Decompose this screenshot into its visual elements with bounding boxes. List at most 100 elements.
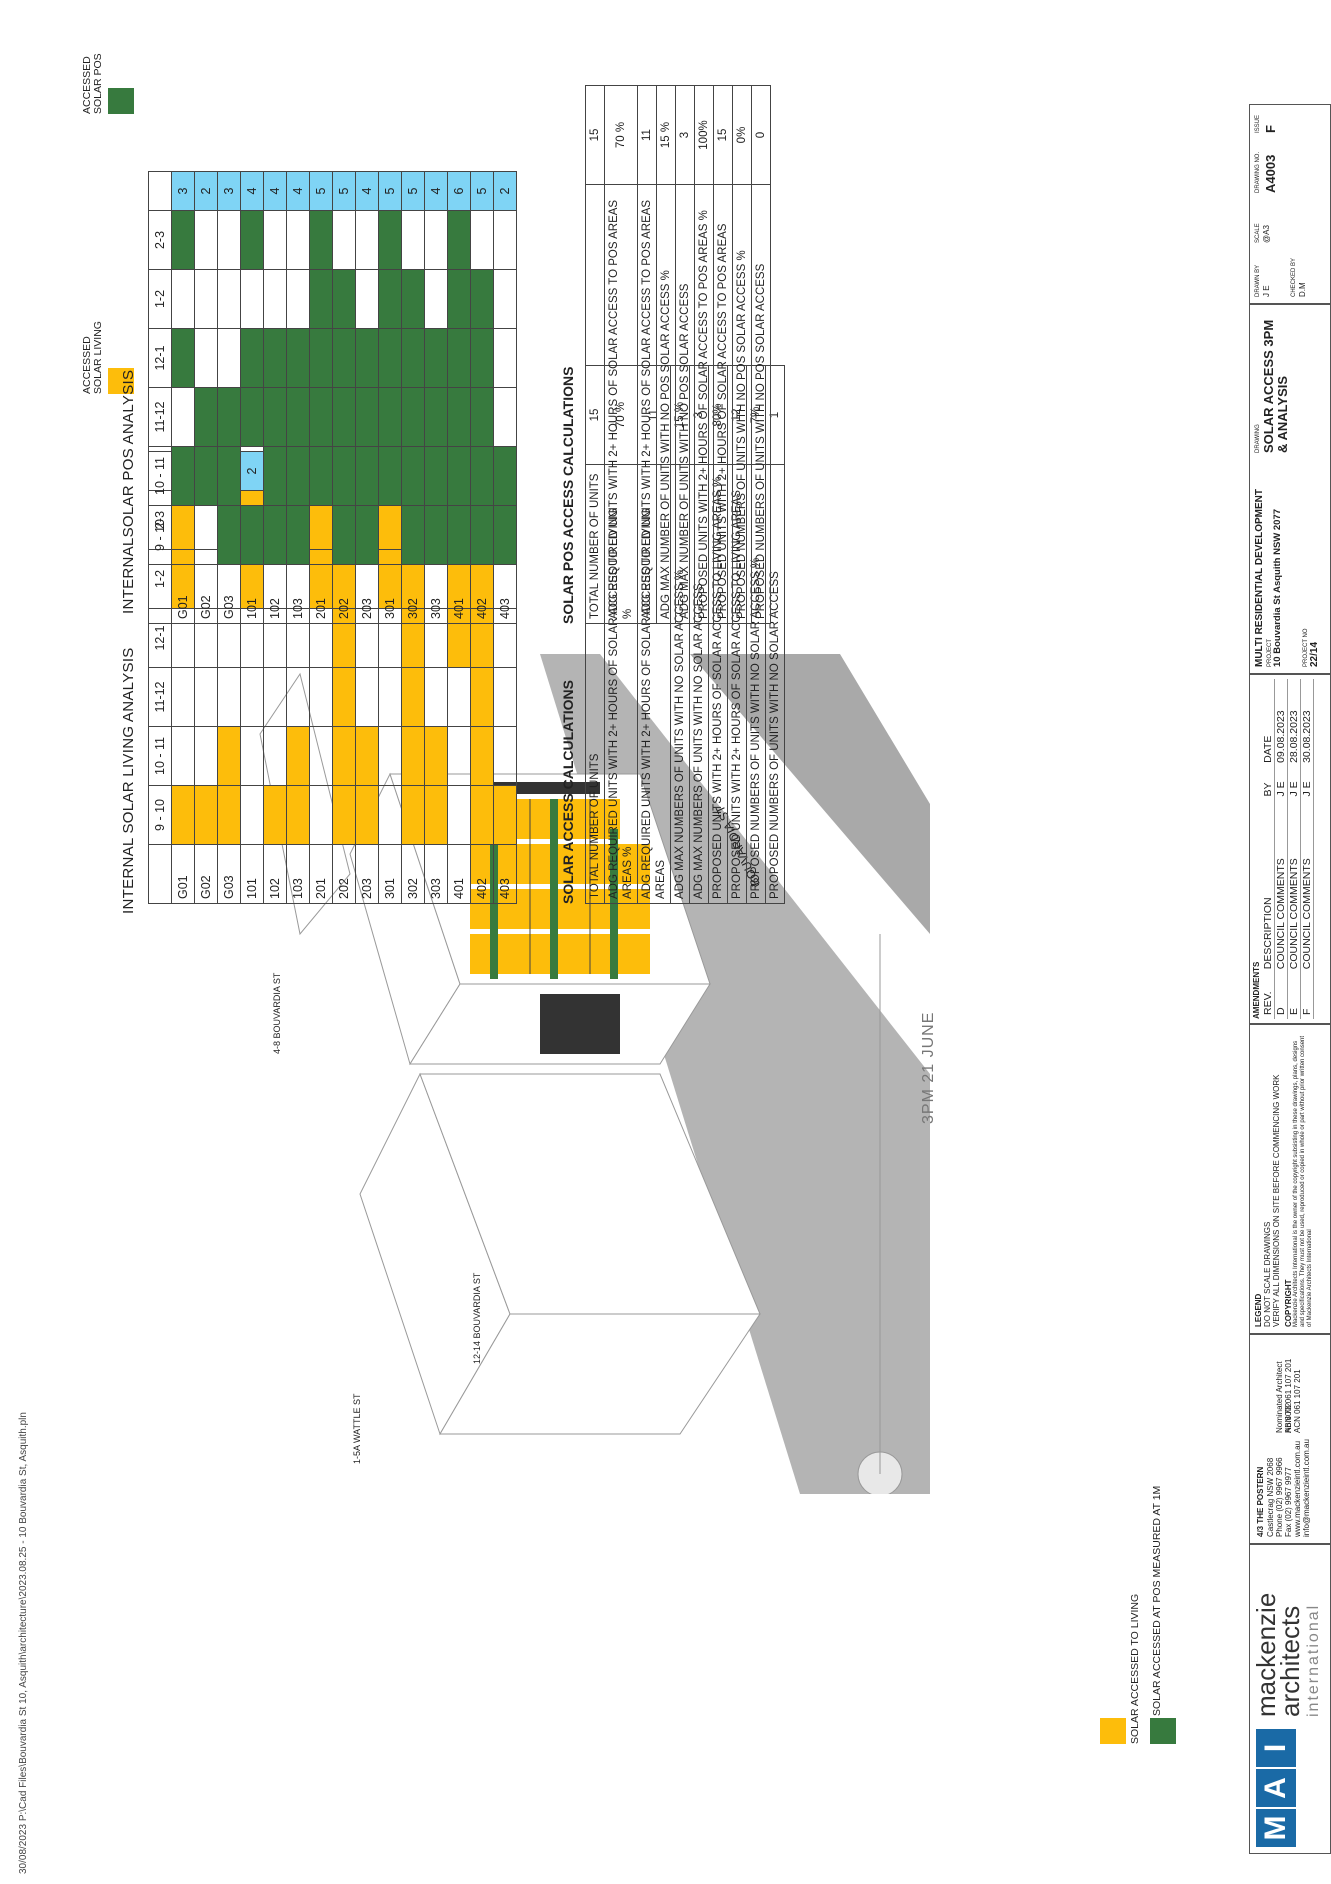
sun-cell	[401, 328, 425, 388]
calc-value: 11	[637, 85, 657, 185]
drawing-title: SOLAR ACCESS 3PM & ANALYSIS	[1261, 319, 1290, 453]
sun-cell	[194, 446, 218, 506]
pos-calc-title: SOLAR POS ACCESS CALCULATIONS	[560, 366, 576, 624]
shade-cell	[194, 210, 218, 270]
amend-date: 30.08.2023	[1300, 679, 1314, 767]
sun-cell	[355, 505, 379, 565]
shade-cell	[309, 667, 333, 727]
amend-rev: D	[1274, 973, 1288, 1019]
shade-cell	[286, 210, 310, 270]
sun-cell	[424, 726, 448, 786]
time-slot-header: 1-2	[148, 269, 172, 329]
shade-cell	[171, 387, 195, 447]
calc-row: ADG REQUIRED UNITS WITH 2+ HOURS OF SOLA…	[637, 85, 657, 624]
shade-cell	[493, 726, 517, 786]
amend-rev: E	[1287, 973, 1301, 1019]
sun-cell	[332, 446, 356, 506]
unit-label: 103	[286, 564, 310, 624]
wattle-st-label: 1-5A WATTLE ST	[352, 1393, 362, 1464]
sun-cell	[378, 328, 402, 388]
legend-living-swatch	[1100, 1718, 1126, 1744]
amend-by: J E	[1274, 766, 1288, 801]
shade-cell	[355, 269, 379, 329]
sun-cell	[470, 328, 494, 388]
calc-value: 15	[585, 85, 605, 185]
shade-cell	[401, 210, 425, 270]
shade-cell	[171, 726, 195, 786]
shade-cell	[171, 269, 195, 329]
title-block: M A I mackenzie architects international…	[1249, 0, 1331, 1884]
sun-cell	[286, 387, 310, 447]
amend-date: 09.08.2023	[1274, 679, 1288, 767]
sun-cell	[424, 505, 448, 565]
shade-cell	[240, 446, 264, 506]
copyright-title: COPYRIGHT	[1284, 1279, 1293, 1327]
sun-cell	[355, 446, 379, 506]
sun-cell	[240, 387, 264, 447]
sun-cell	[171, 785, 195, 845]
sun-cell	[424, 785, 448, 845]
sun-cell	[355, 785, 379, 845]
calc-value: 100%	[694, 85, 714, 185]
living-analysis-title: INTERNAL SOLAR LIVING ANALYSIS	[120, 647, 137, 914]
legend-copyright-box: LEGEND DO NOT SCALE DRAWINGS VERIFY ALL …	[1249, 1024, 1331, 1334]
accessed-hours: 3	[217, 171, 241, 211]
sun-cell	[263, 387, 287, 447]
shade-cell	[332, 210, 356, 270]
sun-cell	[424, 387, 448, 447]
firm-name-3: international	[1305, 1603, 1322, 1717]
project-heading: MULTI RESIDENTIAL DEVELOPMENT	[1254, 489, 1265, 667]
sun-cell	[470, 667, 494, 727]
shade-cell	[286, 269, 310, 329]
sun-cell	[286, 726, 310, 786]
shade-cell	[424, 667, 448, 727]
sun-cell	[447, 387, 471, 447]
sun-cell	[332, 785, 356, 845]
sun-cell	[309, 328, 333, 388]
sun-cell	[378, 210, 402, 270]
accessed-hours: 5	[332, 171, 356, 211]
address-title: 4/3 THE POSTERN	[1256, 1466, 1265, 1537]
shade-cell	[217, 269, 241, 329]
shade-cell	[194, 667, 218, 727]
accessed-hours: 5	[309, 171, 333, 211]
sun-cell	[401, 446, 425, 506]
sun-cell	[401, 269, 425, 329]
sun-cell	[194, 387, 218, 447]
accessed-hours: 6	[447, 171, 471, 211]
legend-pos-label: SOLAR ACCESSED AT POS MEASURED AT 1M	[1151, 1485, 1163, 1716]
unit-label: G01	[171, 564, 195, 624]
shade-cell	[424, 269, 448, 329]
sun-cell	[470, 505, 494, 565]
shade-cell	[240, 269, 264, 329]
calc-row: ADG MAX NUMBER OF UNITS WITH NO POS SOLA…	[656, 85, 676, 624]
shade-cell	[240, 785, 264, 845]
sun-cell	[263, 785, 287, 845]
shade-cell	[171, 505, 195, 565]
unit-label: 302	[401, 844, 425, 904]
sun-cell	[263, 505, 287, 565]
shade-cell	[309, 505, 333, 565]
unit-label: 403	[493, 844, 517, 904]
sun-cell	[240, 328, 264, 388]
amend-header: DATE	[1262, 679, 1275, 767]
sun-cell	[171, 210, 195, 270]
calc-row: ADG REQUIRED UNITS WITH 2+ HOURS OF SOLA…	[604, 85, 638, 624]
reg-line-3: ACN 061 107 201	[1293, 1369, 1302, 1433]
solar-massing-svg: BOUVARDIA ST 4-8 BOUVARDIA ST 12-14 BOUV…	[259, 654, 930, 1494]
amend-desc: COUNCIL COMMENTS	[1300, 800, 1314, 974]
time-label: 3PM 21 JUNE	[920, 1011, 937, 1124]
calc-label: ADG REQUIRED UNITS WITH 2+ HOURS OF SOLA…	[604, 184, 638, 624]
issue: F	[1263, 125, 1278, 133]
shade-cell	[263, 269, 287, 329]
unit-label: 401	[447, 844, 471, 904]
amend-by: J E	[1300, 766, 1314, 801]
shade-cell	[171, 667, 195, 727]
shade-cell	[355, 210, 379, 270]
tb-legend-note-1: DO NOT SCALE DRAWINGS	[1263, 1221, 1272, 1327]
